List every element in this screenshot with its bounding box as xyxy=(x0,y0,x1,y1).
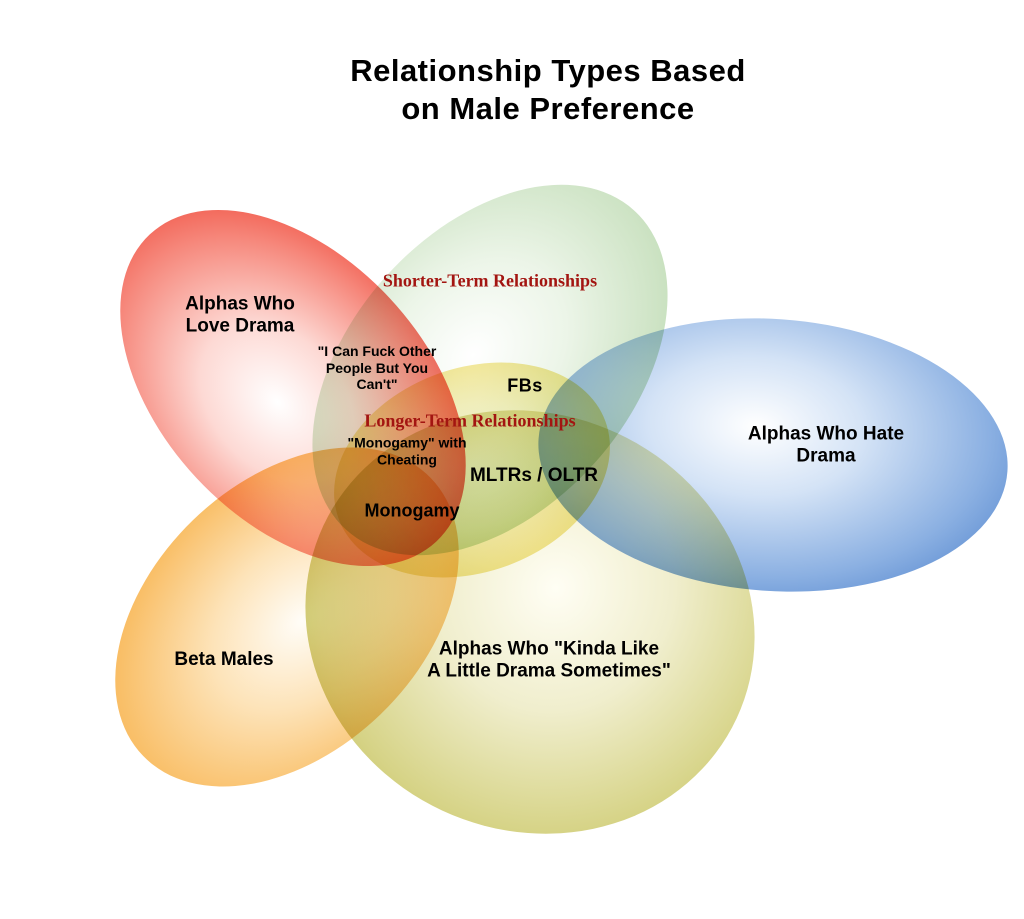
label-beta-males: Beta Males xyxy=(174,648,274,670)
label-mltrs-oltr: MLTRs / OLTR xyxy=(469,464,599,486)
label-shorter-term-relationships: Shorter-Term Relationships xyxy=(382,270,598,291)
label-alphas-who-love-drama: Alphas Who Love Drama xyxy=(185,293,295,337)
label-i-can-fuck-other-people: "I Can Fuck Other People But You Can't" xyxy=(317,343,437,393)
label-monogamy: Monogamy xyxy=(364,500,460,521)
label-longer-term-relationships: Longer-Term Relationships xyxy=(364,410,576,431)
label-monogamy-with-cheating: "Monogamy" with Cheating xyxy=(347,434,467,467)
label-alphas-who-hate-drama: Alphas Who Hate Drama xyxy=(747,423,905,467)
label-alphas-kinda-like-drama: Alphas Who "Kinda Like A Little Drama So… xyxy=(427,638,671,682)
label-fbs: FBs xyxy=(507,375,543,396)
page-title: Relationship Types Based on Male Prefere… xyxy=(350,53,746,126)
